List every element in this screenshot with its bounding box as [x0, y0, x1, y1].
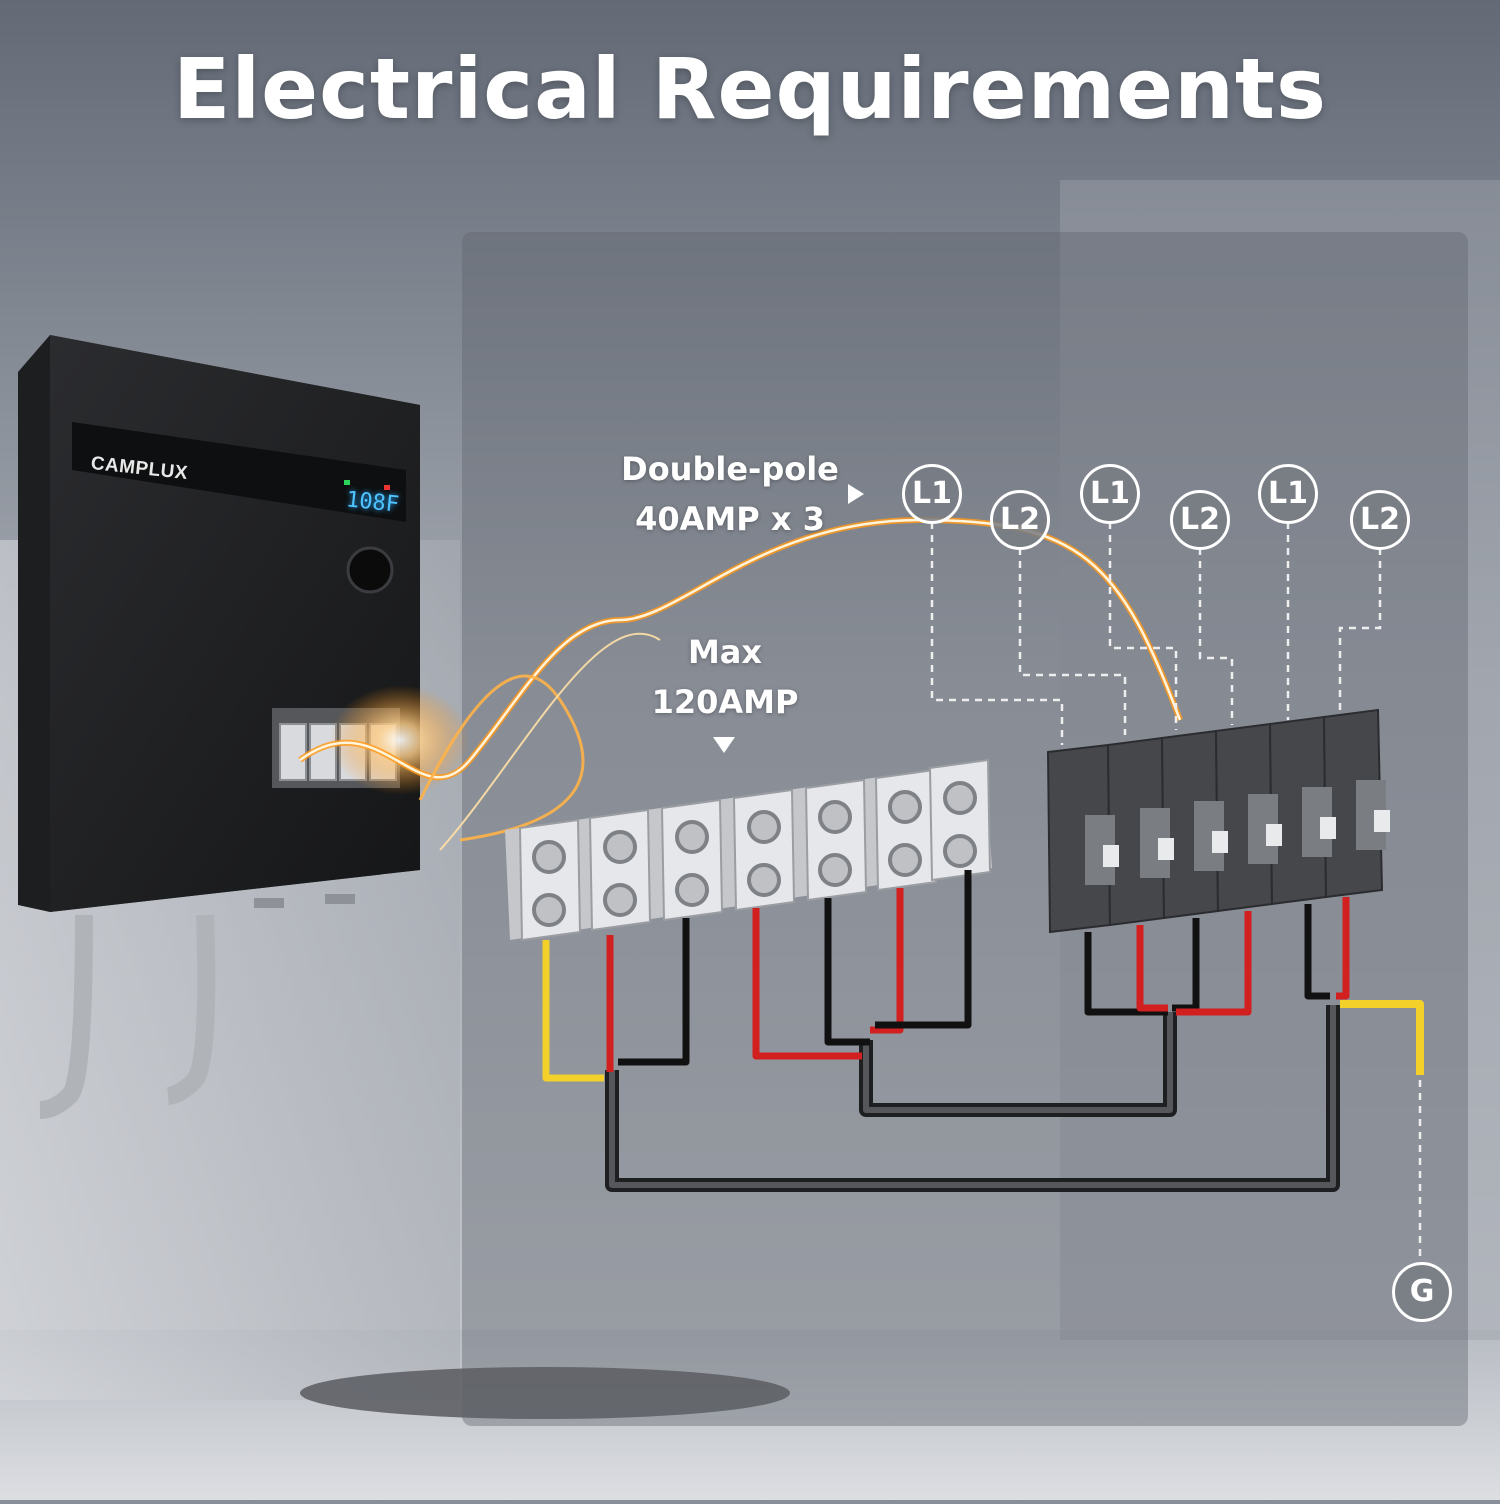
wiring [542, 870, 1424, 1262]
breaker-panel [1046, 708, 1390, 934]
temperature-display: 108F [344, 487, 401, 518]
terminal-badge-l1: L1 [1258, 464, 1318, 524]
terminal-block [505, 758, 992, 942]
control-panel [72, 422, 406, 522]
temperature-knob [346, 546, 394, 594]
breaker-rating-line1: Double-pole [621, 450, 839, 488]
max-current-line2: 120AMP [651, 683, 799, 721]
terminal-badge-l1: L1 [902, 464, 962, 524]
page-title: Electrical Requirements [172, 40, 1328, 138]
terminal-badge-l2: L2 [1170, 490, 1230, 550]
breaker-rating-line2: 40AMP x 3 [635, 500, 825, 538]
terminal-connectors [930, 522, 1382, 745]
arrow-right-icon [848, 484, 864, 504]
bath-mat [300, 1367, 790, 1419]
terminal-badge-l2: L2 [990, 490, 1050, 550]
arrow-down-icon [713, 737, 735, 753]
terminal-badge-l1: L1 [1080, 464, 1140, 524]
max-current-line1: Max [687, 633, 763, 671]
breaker-rating-label: Double-pole 40AMP x 3 [605, 444, 855, 544]
terminal-badge-l2: L2 [1350, 490, 1410, 550]
max-current-label: Max 120AMP [600, 627, 850, 727]
ground-badge: G [1392, 1262, 1452, 1322]
energy-swirl [298, 516, 1183, 851]
